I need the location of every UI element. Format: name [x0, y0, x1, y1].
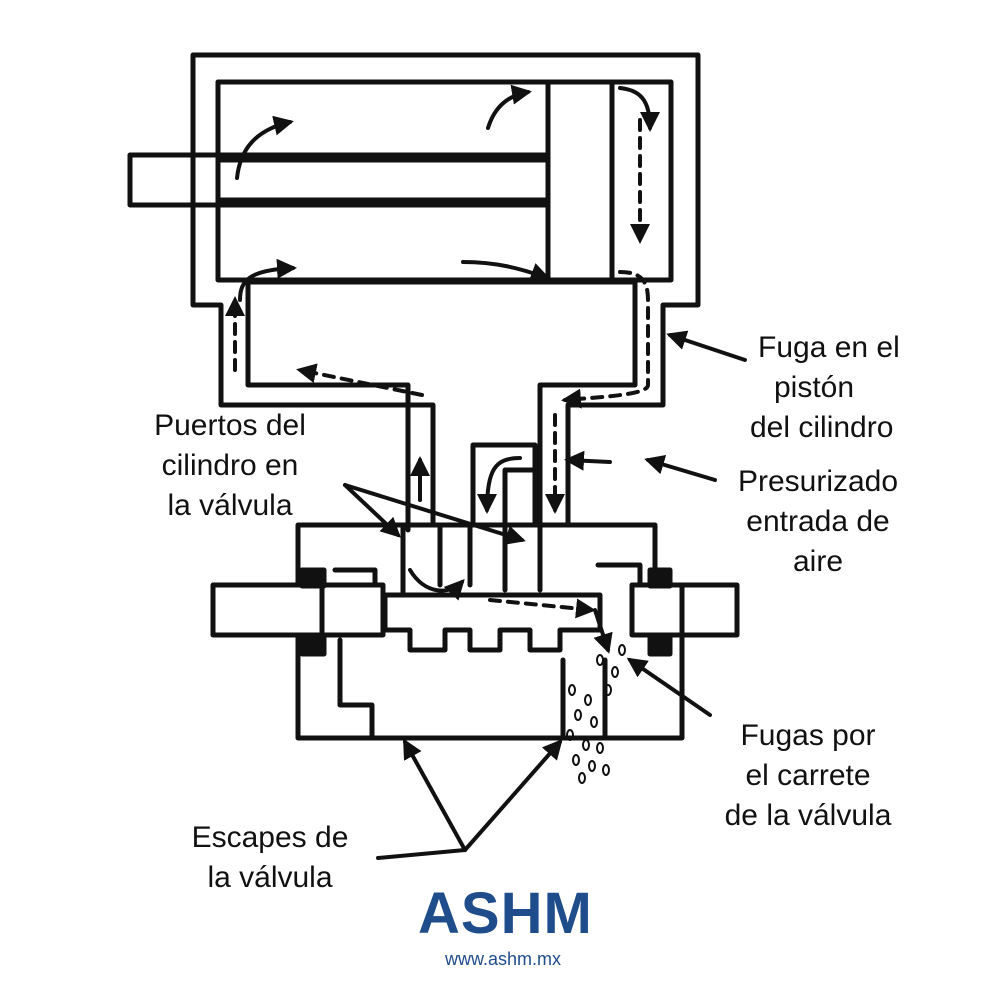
piston [545, 79, 615, 283]
label-pressurized-air: Presurizado entrada de aire [737, 465, 899, 578]
valve-end-cap-left [210, 582, 386, 638]
flow-arrow [488, 598, 596, 619]
valve-spool [382, 592, 603, 653]
flow-arrow [486, 84, 532, 130]
callout-arrow-air-2 [564, 450, 612, 471]
label-valve-exhausts: Escapes de la válvula [191, 821, 349, 894]
logo-url: www.ashm.mx [444, 949, 561, 969]
exhaust-passage-right [560, 657, 608, 741]
exhaust-passage-left [337, 637, 375, 741]
flow-arrow [238, 258, 297, 302]
cylinder-outer-wall [190, 52, 701, 528]
valve-port-left [400, 522, 473, 598]
ashm-logo: ASHM www.ashm.mx [418, 881, 593, 982]
callout-arrow-port-left [343, 483, 401, 538]
callout-line-exhaust [376, 848, 467, 860]
callout-arrow-exhaust-right [463, 738, 563, 852]
label-cylinder-ports: Puertos del cilindro en la válvula [154, 409, 306, 522]
label-spool-leak: Fugas por el carrete de la válvula [724, 719, 892, 832]
label-piston-leak: Fuga en el pistón del cilindro [750, 331, 900, 444]
seal-left-top [299, 567, 327, 589]
flow-arrow [235, 115, 294, 180]
seal-right-bottom [647, 635, 673, 657]
flow-arrow [408, 568, 465, 601]
flow-arrow [618, 86, 660, 132]
callout-arrow-piston-leak [666, 330, 747, 362]
flow-arrow [461, 260, 551, 282]
valve-pocket-right [332, 562, 643, 588]
valve-end-cap-right [629, 582, 740, 638]
callout-arrow-port-right [343, 483, 526, 545]
flow-arrow [561, 270, 650, 409]
callout-arrow-spool-leak [626, 657, 712, 717]
flow-arrow [477, 456, 522, 514]
logo-wordmark: ASHM [418, 881, 593, 946]
flow-arrow [296, 363, 424, 397]
cylinder-bore [215, 79, 674, 283]
seal-right-top [647, 567, 673, 589]
seal-left-bottom [299, 635, 327, 657]
callout-arrow-air-1 [644, 454, 717, 482]
callout-arrow-exhaust-left [403, 738, 467, 852]
leak-droplets [566, 644, 626, 784]
port-manifold [245, 279, 638, 533]
flow-arrow [593, 608, 613, 654]
